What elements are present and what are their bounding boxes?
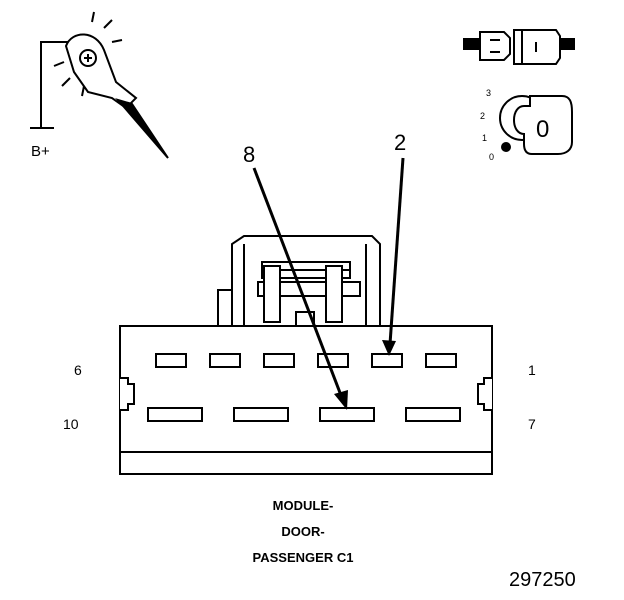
cavity-10 (147, 407, 203, 422)
cavity-9 (233, 407, 289, 422)
cavity-5 (209, 353, 241, 368)
cavity-4 (263, 353, 295, 368)
connector-name-line-3: PASSENGER C1 (253, 550, 354, 565)
figure-number: 297250 (509, 569, 576, 591)
connector-name-line-2: DOOR- (281, 524, 324, 539)
callout-arrow-2 (382, 157, 405, 356)
key-position-0: 0 (489, 152, 494, 162)
connector-disconnect-icon (463, 29, 575, 65)
top-row-cavities (155, 353, 457, 368)
cavity-7 (405, 407, 461, 422)
cavity-2 (371, 353, 403, 368)
key-position-2: 2 (480, 111, 485, 121)
pin-label-6: 6 (74, 362, 82, 378)
bottom-row-cavities (147, 407, 461, 422)
pin-label-1: 1 (528, 362, 536, 378)
key-position-3: 3 (486, 88, 491, 98)
cavity-6 (155, 353, 187, 368)
pin-label-10: 10 (63, 416, 79, 432)
callout-arrow-8 (252, 167, 348, 410)
connector-body (119, 325, 493, 475)
ignition-key-icon (499, 95, 573, 155)
callout-label-2: 2 (394, 130, 406, 155)
cavity-3 (317, 353, 349, 368)
supply-label: B+ (31, 143, 50, 160)
cavity-1 (425, 353, 457, 368)
pin-label-7: 7 (528, 416, 536, 432)
callout-label-8: 8 (243, 142, 255, 167)
test-lamp-icon (30, 11, 169, 159)
key-position-1: 1 (482, 133, 487, 143)
key-label: 0 (536, 116, 549, 143)
connector-name-line-1: MODULE- (273, 498, 334, 513)
connector-latch (217, 235, 381, 327)
